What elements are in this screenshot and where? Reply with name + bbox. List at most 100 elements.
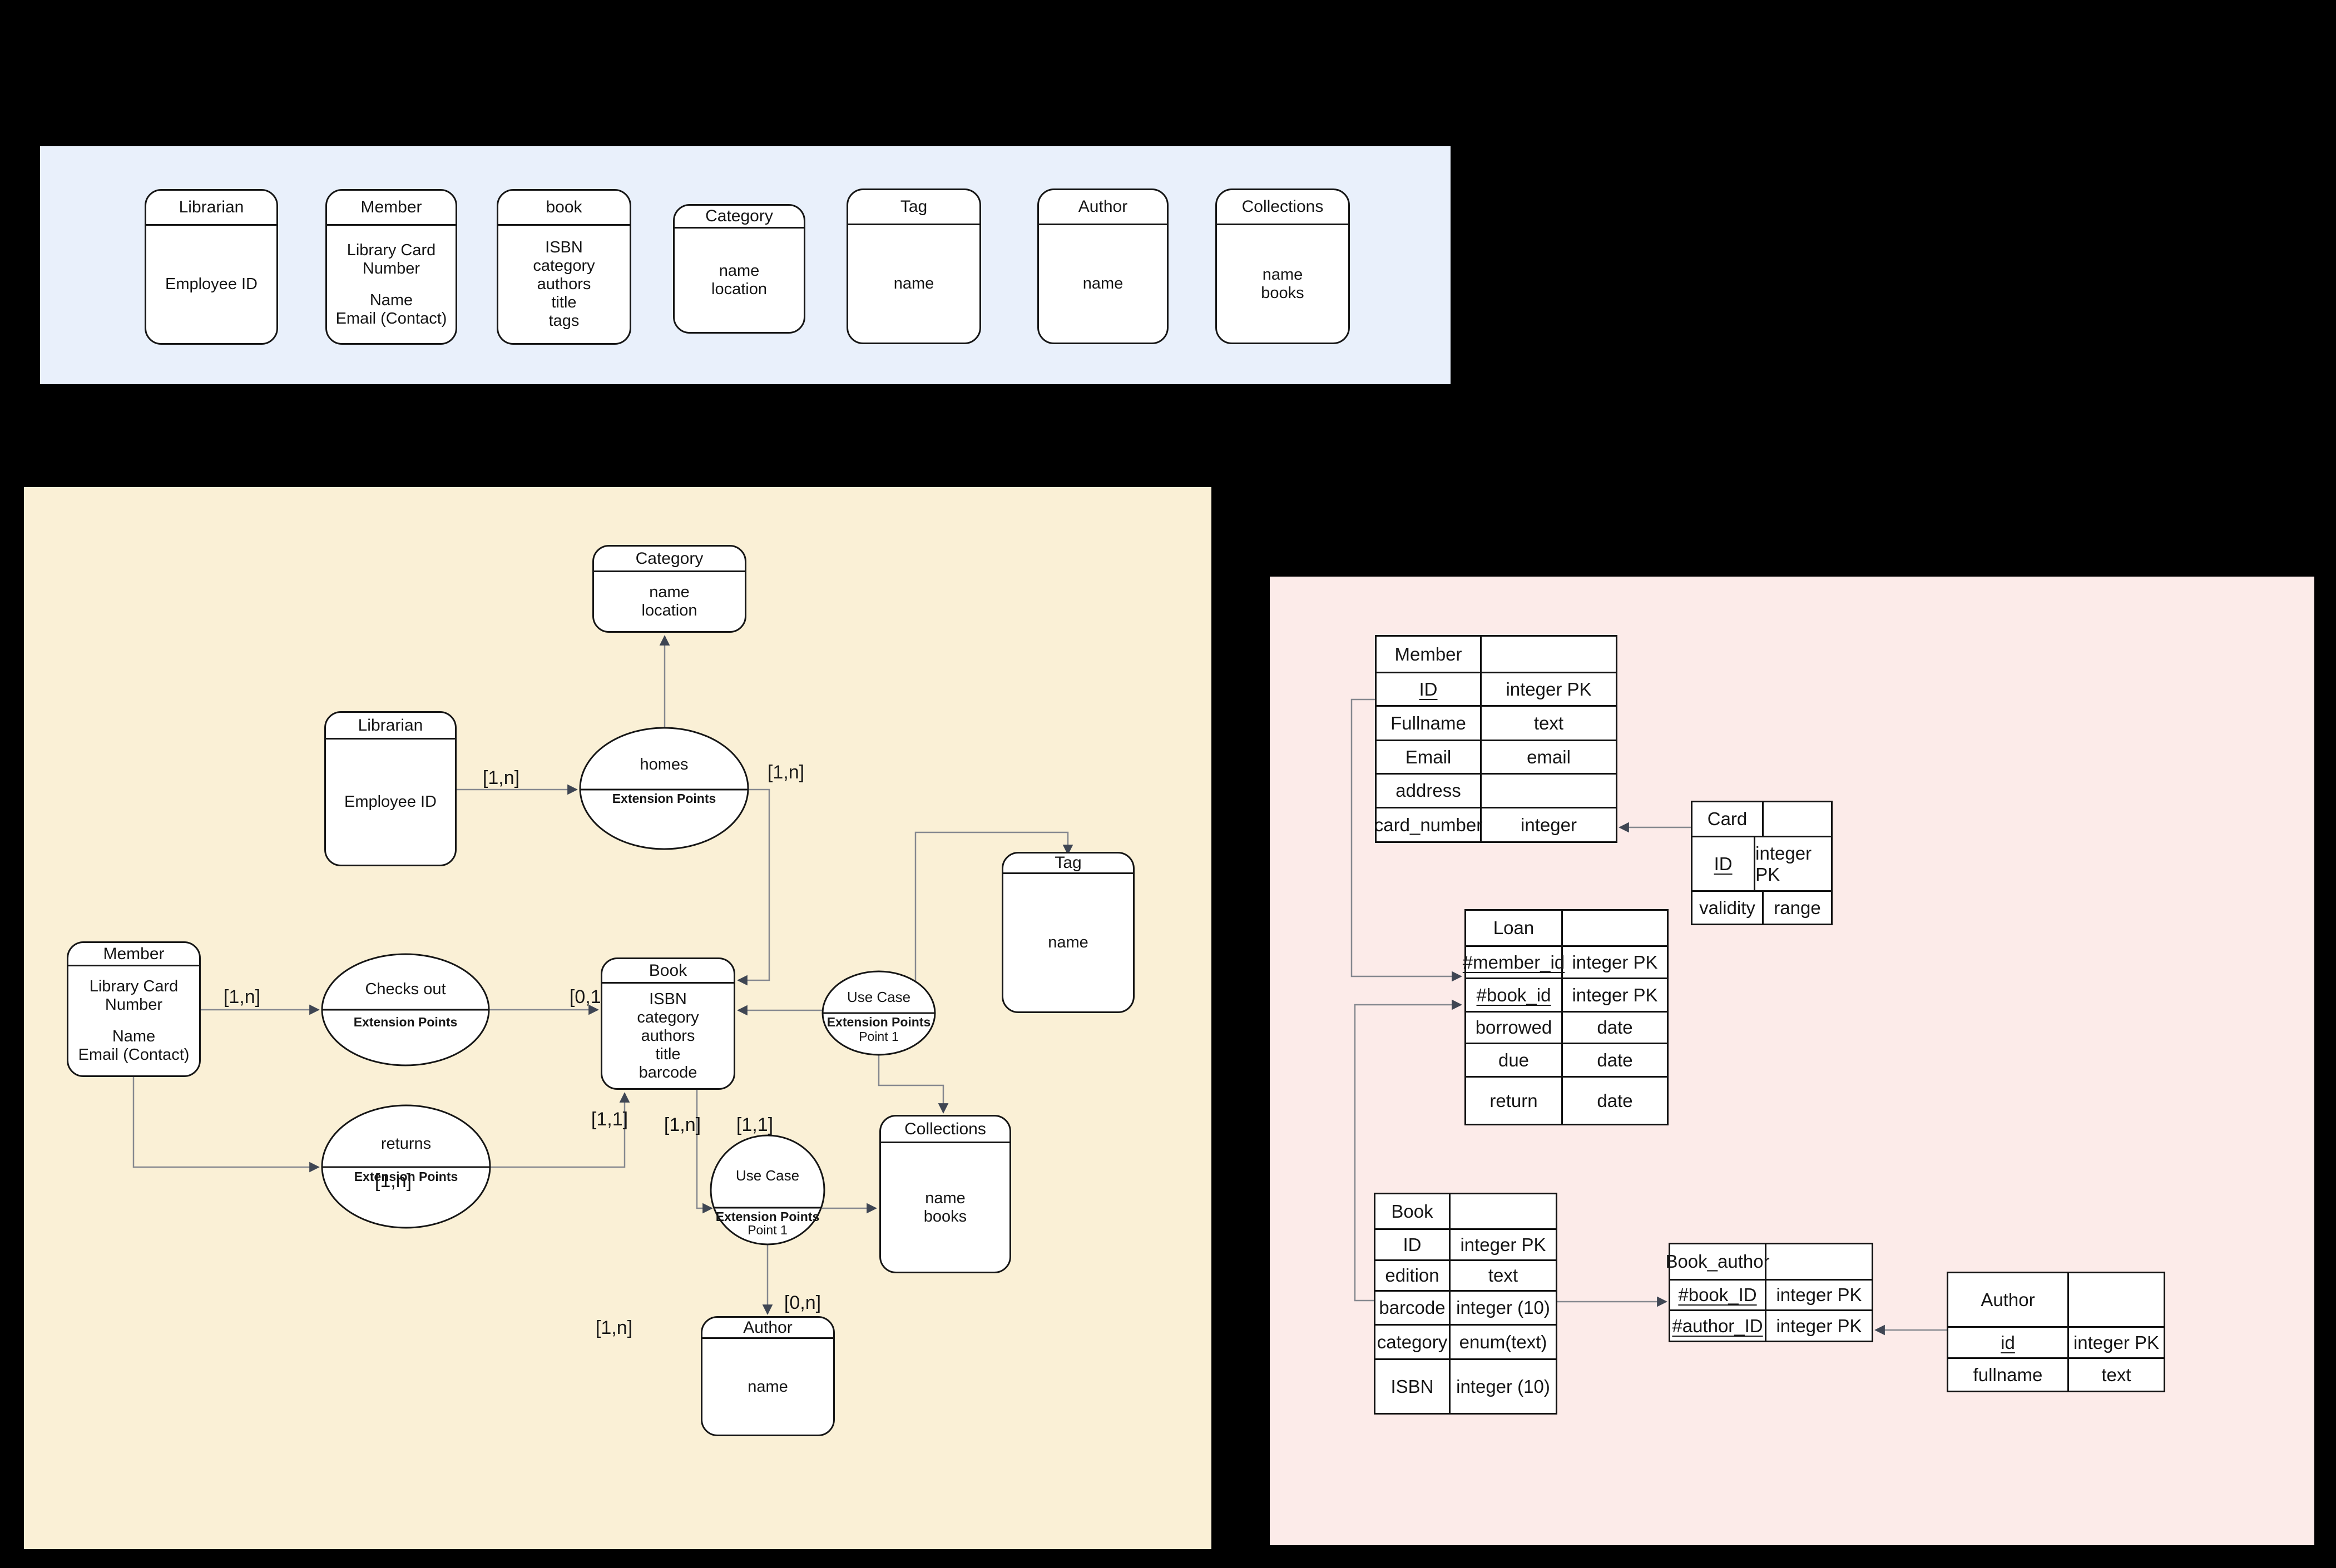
table-row: address bbox=[1377, 773, 1616, 807]
field-name: edition bbox=[1385, 1265, 1439, 1286]
cardinality-label: [0,1] bbox=[570, 986, 606, 1008]
field-type: date bbox=[1597, 1049, 1633, 1070]
field-name-cell: address bbox=[1377, 775, 1482, 807]
connector-book-barcode-to-loan-book-id[interactable] bbox=[1354, 999, 1462, 1302]
field-name-cell: ID bbox=[1692, 837, 1756, 890]
field-name-cell: #author_ID bbox=[1670, 1311, 1766, 1341]
extension-points-label: Extension Points bbox=[827, 1015, 931, 1029]
field-name: id bbox=[2001, 1332, 2015, 1353]
connector-use-case-1-to-collections[interactable] bbox=[878, 1055, 949, 1114]
connector-returns-to-book[interactable] bbox=[490, 1092, 630, 1168]
field-type-cell: integer PK bbox=[2069, 1328, 2164, 1357]
entity-title: Collections bbox=[881, 1117, 1009, 1143]
field-type-cell: integer PK bbox=[1563, 979, 1667, 1011]
table-title: Author bbox=[1981, 1289, 2035, 1310]
usecase-title: homes bbox=[640, 756, 688, 773]
entity-attribute: name bbox=[1082, 275, 1124, 292]
field-type-cell: integer PK bbox=[1766, 1281, 1872, 1309]
connector-use-case-1-to-tag[interactable] bbox=[914, 831, 1073, 981]
cardinality-label: [1,n] bbox=[224, 986, 260, 1008]
table-header-empty-cell bbox=[1451, 1194, 1556, 1228]
field-type: integer PK bbox=[1506, 678, 1592, 699]
table-header-row: Loan bbox=[1466, 911, 1667, 945]
entity-attribute: category bbox=[533, 257, 595, 275]
usecase-title: Use Case bbox=[736, 1167, 799, 1184]
table-header-empty-cell bbox=[1563, 911, 1667, 945]
field-name-cell: card_number bbox=[1374, 808, 1482, 841]
entity-title: Member bbox=[327, 191, 456, 226]
entity-attribute: Name bbox=[369, 291, 413, 309]
field-type-cell: date bbox=[1563, 1044, 1667, 1076]
cardinality-label: [1,n] bbox=[483, 767, 519, 788]
entity-attributes: Employee ID bbox=[146, 226, 276, 343]
connector-homes-to-book[interactable] bbox=[737, 788, 770, 986]
entity-title: Tag bbox=[848, 190, 979, 225]
entity-attribute: name bbox=[719, 262, 760, 280]
field-type: enum(text) bbox=[1459, 1331, 1547, 1352]
field-type: text bbox=[1533, 712, 1564, 733]
extension-point-item: Point 1 bbox=[859, 1029, 899, 1044]
connector-book-to-use-case-2[interactable] bbox=[696, 1090, 713, 1214]
table-row: id integer PK bbox=[1948, 1326, 2164, 1357]
field-type: integer PK bbox=[1572, 951, 1658, 972]
connector-member-to-returns[interactable] bbox=[132, 1077, 320, 1173]
field-type: integer PK bbox=[1572, 984, 1658, 1005]
field-name-cell: #book_ID bbox=[1670, 1281, 1766, 1309]
field-type: email bbox=[1527, 746, 1571, 767]
table-title-cell: Book_author bbox=[1665, 1244, 1770, 1279]
entity-title-text: Tag bbox=[900, 197, 928, 216]
field-name: Fullname bbox=[1390, 712, 1466, 733]
connector-member-id-to-loan-member-id[interactable] bbox=[1350, 698, 1462, 982]
usecase-title: returns bbox=[381, 1135, 431, 1153]
entity-attribute: title bbox=[655, 1045, 681, 1063]
entity-attribute: ISBN bbox=[649, 990, 687, 1008]
entity-title-text: Librarian bbox=[179, 198, 244, 216]
entity-attribute: location bbox=[711, 280, 767, 298]
field-name-cell: Email bbox=[1377, 741, 1482, 773]
field-type-cell bbox=[1482, 775, 1616, 807]
entity-attribute: authors bbox=[537, 275, 591, 293]
field-type-cell: text bbox=[1451, 1261, 1556, 1290]
entity-title: Category bbox=[594, 547, 745, 572]
cardinality-label: [1,n] bbox=[768, 762, 804, 783]
entity-title-text: Librarian bbox=[358, 716, 423, 735]
entity-title: Category bbox=[675, 206, 804, 229]
